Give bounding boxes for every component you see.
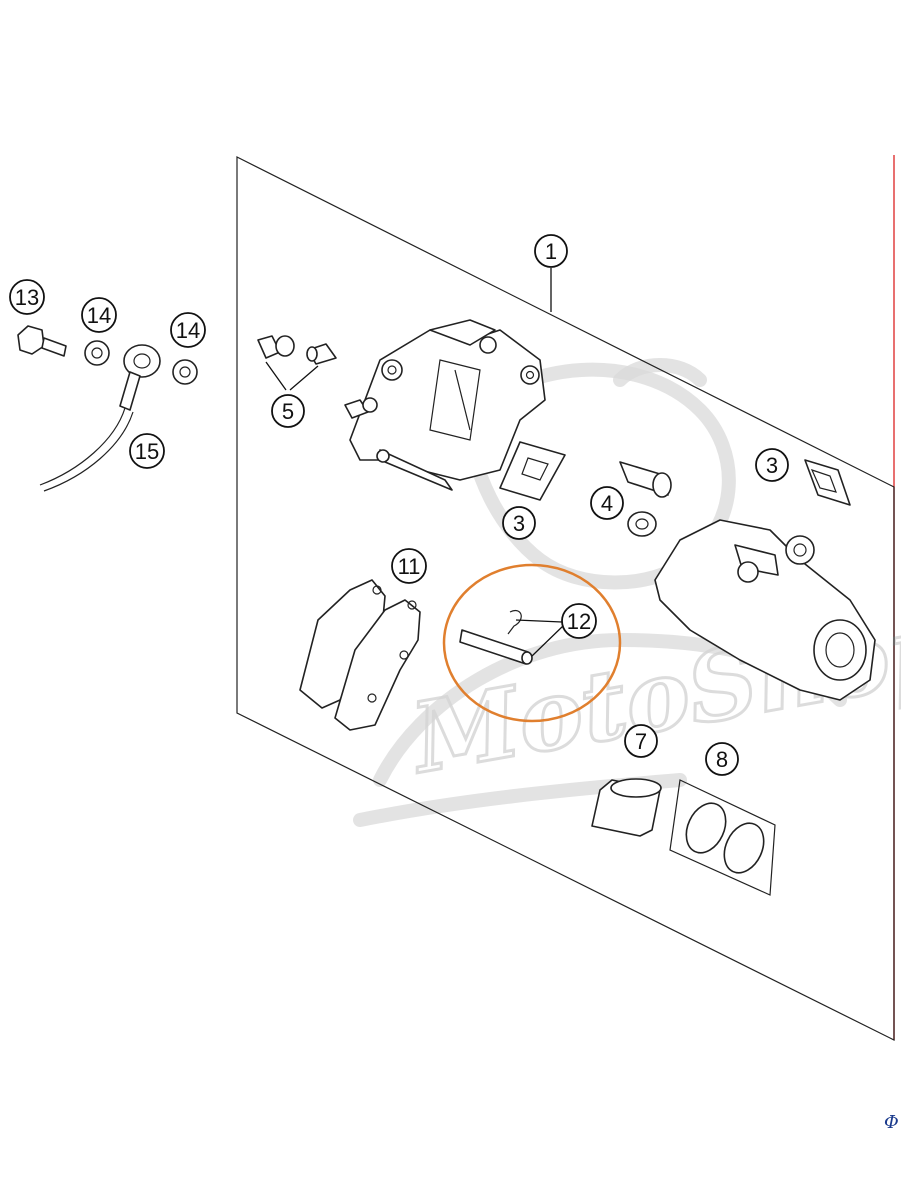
svg-text:5: 5 — [282, 399, 294, 424]
svg-text:11: 11 — [398, 554, 421, 579]
pad-spring-right — [804, 459, 851, 506]
svg-text:4: 4 — [601, 491, 613, 516]
callout-3-right: 3 — [755, 448, 789, 482]
callout-11: 11 — [391, 548, 427, 584]
svg-text:13: 13 — [15, 285, 39, 310]
svg-text:8: 8 — [716, 747, 728, 772]
callout-14-left: 14 — [81, 297, 117, 333]
bleeder-screws — [257, 335, 337, 391]
banjo-bolt — [17, 325, 67, 357]
callout-7: 7 — [624, 724, 658, 758]
brake-pads — [299, 579, 421, 731]
svg-text:3: 3 — [766, 453, 778, 478]
piston — [591, 778, 662, 837]
callout-12: 12 — [561, 603, 597, 639]
svg-text:14: 14 — [176, 318, 200, 343]
svg-text:14: 14 — [87, 303, 111, 328]
svg-text:3: 3 — [513, 511, 525, 536]
svg-text:15: 15 — [135, 439, 159, 464]
highlight-ring — [442, 563, 622, 723]
caliper-body — [344, 319, 546, 491]
assembly-frame — [236, 156, 895, 1041]
svg-text:12: 12 — [567, 609, 591, 634]
svg-text:7: 7 — [635, 729, 647, 754]
pad-pin-and-clip — [459, 610, 565, 665]
callout-5: 5 — [271, 394, 305, 428]
corner-mark: Φ — [884, 1112, 899, 1133]
pad-spring-center — [499, 441, 566, 501]
callout-4: 4 — [590, 486, 624, 520]
seal-kit — [669, 779, 776, 896]
callout-3-center: 3 — [502, 506, 536, 540]
callout-14-right: 14 — [170, 312, 206, 348]
callout-1: 1 — [534, 234, 568, 268]
callout-15: 15 — [129, 433, 165, 469]
sealing-washers — [84, 340, 198, 385]
callout-8: 8 — [705, 742, 739, 776]
caliper-bracket — [654, 519, 876, 701]
brake-hose — [39, 344, 161, 492]
caliper-pins — [619, 461, 672, 537]
svg-text:1: 1 — [545, 239, 557, 264]
callout-13: 13 — [9, 279, 45, 315]
